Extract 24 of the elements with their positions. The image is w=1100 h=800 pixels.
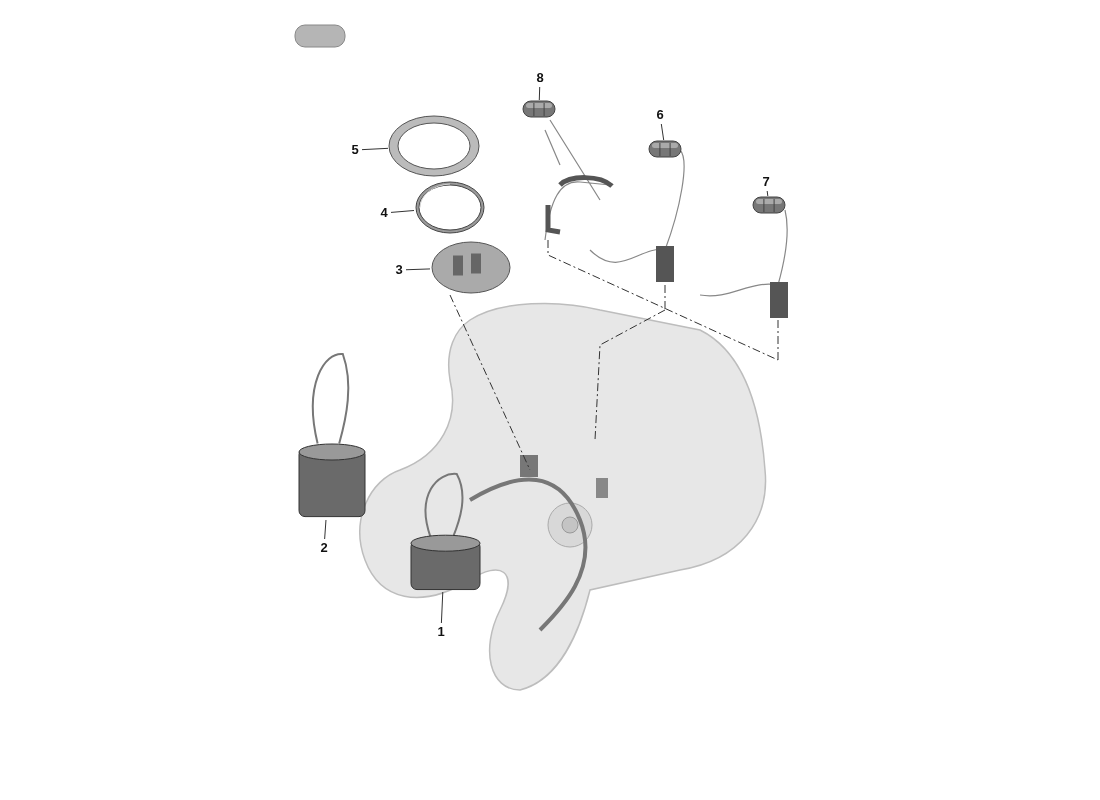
callout-number: 5 bbox=[348, 141, 362, 159]
callout-number: 4 bbox=[377, 204, 391, 222]
leader-line bbox=[405, 268, 431, 271]
float-drawing bbox=[752, 196, 786, 214]
seal-ring-drawing bbox=[414, 180, 486, 235]
callout-number: 1 bbox=[434, 623, 448, 641]
leader-line bbox=[361, 147, 389, 151]
flange-drawing bbox=[430, 240, 512, 295]
float-drawing bbox=[522, 100, 556, 118]
callout-number: 8 bbox=[533, 69, 547, 87]
callout-number: 3 bbox=[392, 261, 406, 279]
float-drawing bbox=[648, 140, 682, 158]
callout-number: 6 bbox=[653, 106, 667, 124]
leader-line bbox=[766, 190, 769, 197]
leader-line bbox=[390, 210, 415, 213]
fuel-pump-drawing bbox=[408, 470, 483, 592]
callout-number: 2 bbox=[317, 539, 331, 557]
leader-line bbox=[324, 519, 327, 540]
leader-line bbox=[538, 86, 541, 101]
leader-line bbox=[440, 591, 444, 624]
callout-number: 7 bbox=[759, 173, 773, 191]
retaining-ring-drawing bbox=[388, 115, 480, 177]
fuel-pump-drawing bbox=[296, 350, 368, 520]
leader-line bbox=[660, 123, 665, 141]
